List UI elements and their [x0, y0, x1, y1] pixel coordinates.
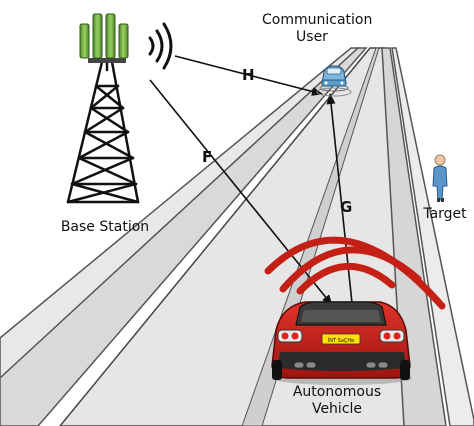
right-road-edge [391, 47, 474, 426]
base-station-label: Base Station [60, 219, 150, 235]
link-f-label: F [202, 148, 213, 166]
autonomous-vehicle-icon: ÍNT SaÇHe [271, 301, 412, 385]
base-station-tower-icon [66, 13, 140, 204]
link-g-label: G [340, 198, 353, 216]
link-h-arrow [174, 55, 324, 96]
radar-wave-icon [264, 236, 446, 310]
link-h-label: H [242, 66, 255, 84]
license-plate [321, 333, 361, 345]
left-road-barrier [0, 47, 368, 426]
right-road-shoulder [381, 47, 447, 426]
target-person-icon [432, 154, 448, 202]
communication-user-label: Communication User [262, 12, 373, 45]
wireless-signal-icon [148, 22, 173, 70]
autonomous-vehicle-label: Autonomous Vehicle [292, 384, 382, 417]
target-label: Target [423, 206, 467, 222]
antenna-panels [79, 13, 129, 59]
license-plate-text: ÍNT SaÇHe [328, 337, 354, 344]
communication-user-car-icon [316, 65, 352, 97]
